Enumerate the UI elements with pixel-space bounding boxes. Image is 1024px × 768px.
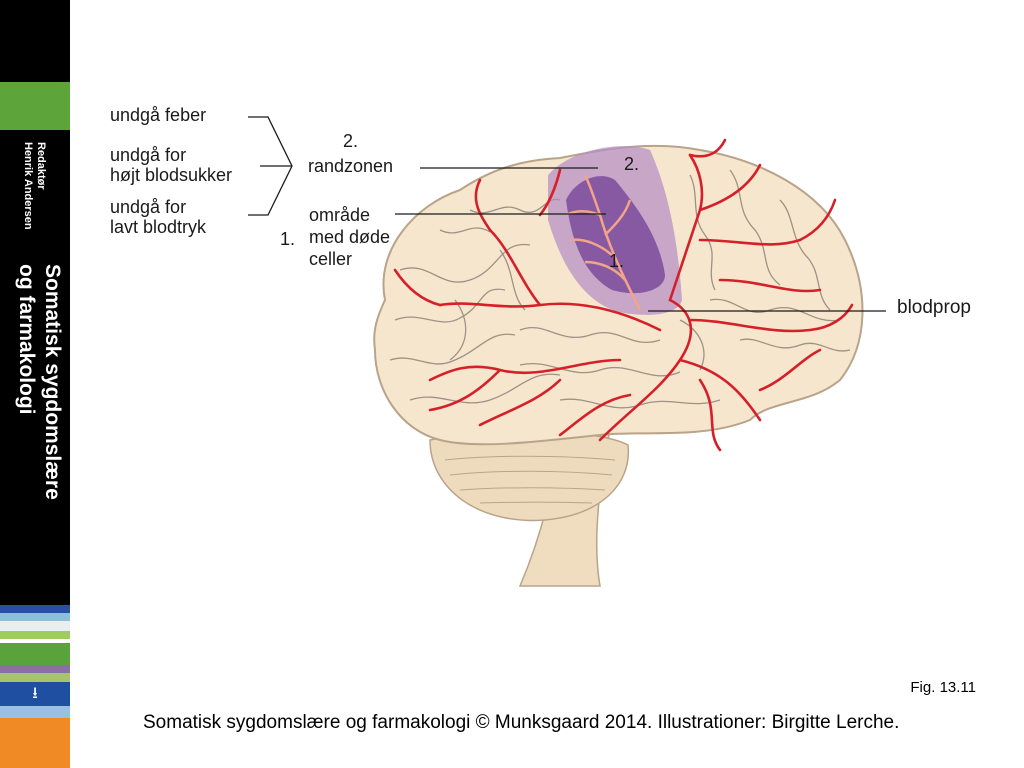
label-zone2-number: 2. <box>343 131 359 151</box>
label-zone1-line1: område <box>309 205 371 225</box>
label-avoid-low-bp-line1: undgå for <box>110 197 187 217</box>
blood-vessels <box>393 138 854 452</box>
label-zone1-line2: med døde <box>309 227 391 247</box>
sidebar-stripe <box>0 613 70 621</box>
label-avoid-fever: undgå feber <box>110 105 207 125</box>
figure-credit: Somatisk sygdomslære og farmakologi © Mu… <box>143 712 900 733</box>
sidebar-green-block <box>0 82 70 130</box>
marker-zone2: 2. <box>624 154 640 174</box>
label-zone1-number: 1. <box>280 229 296 249</box>
figure-number: Fig. 13.11 <box>910 679 976 696</box>
sidebar-stripe <box>0 706 70 718</box>
sidebar-orange-block <box>0 718 70 768</box>
infarct-vessels <box>565 174 642 311</box>
sidebar-stripe <box>0 621 70 631</box>
sidebar-stripe <box>0 631 70 639</box>
annotation-lines <box>248 116 886 312</box>
book-spine-sidebar: Redaktør Henrik Andersen Somatisk sygdom… <box>0 0 70 768</box>
label-zone1-line3: celler <box>309 249 353 269</box>
brain-sulci <box>389 169 851 409</box>
label-avoid-high-blood-sugar-line1: undgå for <box>110 145 187 165</box>
label-zone2-name: randzonen <box>308 156 394 176</box>
label-avoid-high-blood-sugar-line2: højt blodsukker <box>110 165 233 185</box>
sidebar-stripe <box>0 643 70 665</box>
label-avoid-low-bp-line2: lavt blodtryk <box>110 217 207 237</box>
sidebar-stripe <box>0 673 70 682</box>
label-blood-clot: blodprop <box>897 297 971 318</box>
sidebar-stripe <box>0 605 70 613</box>
publisher-logo-icon: ⭳ <box>0 682 70 706</box>
cerebellum-folds <box>444 455 616 504</box>
infarct-core <box>566 176 665 294</box>
sidebar-stripe <box>0 665 70 673</box>
marker-zone1: 1. <box>609 251 625 271</box>
sidebar-stripe <box>0 639 70 643</box>
